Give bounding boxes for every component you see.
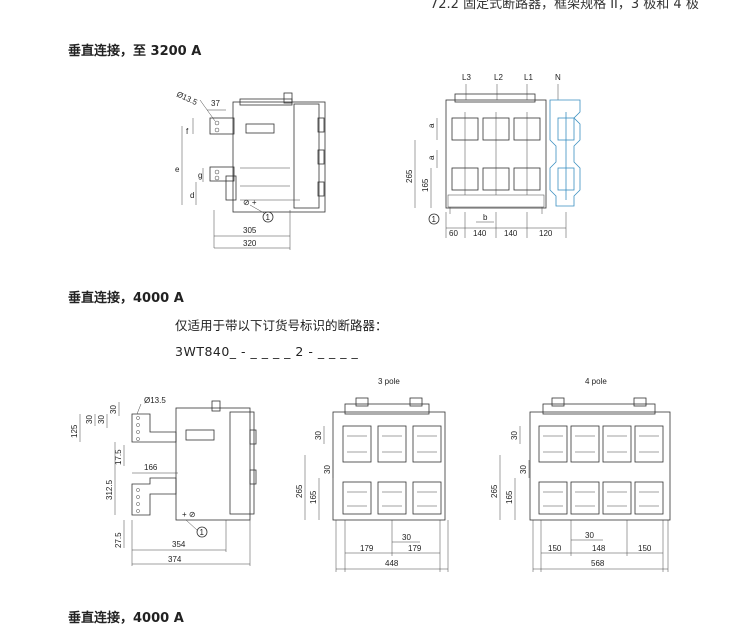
dim-a-top: a (427, 123, 436, 128)
dim-f: f (186, 127, 189, 136)
dim-30-center-4p: 30 (585, 531, 594, 540)
dim-g: g (198, 171, 202, 180)
drawing-side-view-4000a: + ⊘ Ø13.5 125 30 30 30 17.5 166 312.5 27… (70, 396, 257, 566)
dim-140-a: 140 (473, 229, 487, 238)
dim-265-3p: 265 (295, 484, 304, 498)
dim-30-mid-3p: 30 (323, 465, 332, 474)
dim-179-b: 179 (408, 544, 422, 553)
order-code: 3WT840_ - _ _ _ _ 2 - _ _ _ _ (175, 344, 359, 359)
dim-30-a: 30 (85, 415, 94, 424)
dim-265-4p: 265 (490, 484, 499, 498)
order-code-note: 仅适用于带以下订货号标识的断路器： (175, 318, 388, 333)
phase-label-l3: L3 (462, 73, 471, 82)
drawing-3-pole: 3 pole 30 30 265 165 30 179 179 4 (295, 377, 449, 572)
dim-diameter: Ø13.5 (175, 90, 199, 108)
callout-1-front: 1 (432, 215, 437, 224)
dim-17-5: 17.5 (114, 449, 123, 465)
dim-448: 448 (385, 559, 399, 568)
section-title-3200a: 垂直连接，至 3200 A (68, 44, 202, 59)
dim-140-b: 140 (504, 229, 518, 238)
dim-125: 125 (70, 424, 79, 438)
dim-120: 120 (539, 229, 553, 238)
callout-1: 1 (266, 213, 271, 222)
dim-165: 165 (421, 178, 430, 192)
phase-label-n: N (555, 73, 561, 82)
title-4-pole: 4 pole (585, 377, 607, 386)
dim-568: 568 (591, 559, 605, 568)
dim-30-c: 30 (109, 405, 118, 414)
section-title-4000a: 垂直连接，4000 A (68, 291, 184, 306)
dim-312-5: 312.5 (105, 479, 114, 500)
phase-label-l1: L1 (524, 73, 533, 82)
dim-265: 265 (405, 169, 414, 183)
dim-b: b (483, 213, 488, 222)
dim-d: d (190, 191, 194, 200)
drawing-side-view-3200a: ⊘ + Ø13.5 37 f e g d 305 320 1 (175, 90, 326, 250)
dim-glyph: ⊘ + (243, 198, 257, 207)
dim-166: 166 (144, 463, 158, 472)
dim-148: 148 (592, 544, 606, 553)
page-header-fragment: 72.2 固定式断路器，框架规格 II，3 极和 4 极 (430, 0, 699, 12)
phase-label-l2: L2 (494, 73, 503, 82)
dim-e: e (175, 165, 180, 174)
dim-a-mid: a (427, 155, 436, 160)
dim-179-a: 179 (360, 544, 374, 553)
dim-165-4p: 165 (505, 490, 514, 504)
callout-1-b: 1 (200, 528, 205, 537)
drawing-4-pole: 4 pole 30 30 265 165 30 150 148 1 (490, 377, 671, 572)
dim-diameter-2: Ø13.5 (144, 396, 166, 405)
dim-30-top-4p: 30 (510, 431, 519, 440)
drawing-front-view-3200a: L3 L2 L1 N a a 265 165 (405, 73, 581, 238)
title-3-pole: 3 pole (378, 377, 400, 386)
dim-150-b: 150 (638, 544, 652, 553)
dim-150-a: 150 (548, 544, 562, 553)
dim-27-5: 27.5 (114, 532, 123, 548)
dim-374: 374 (168, 555, 182, 564)
dim-30-top-3p: 30 (314, 431, 323, 440)
dim-glyph-2: + ⊘ (182, 510, 196, 519)
dim-320: 320 (243, 239, 257, 248)
dim-30-b: 30 (97, 415, 106, 424)
dim-37: 37 (211, 99, 220, 108)
dim-30-center-3p: 30 (402, 533, 411, 542)
dim-354: 354 (172, 540, 186, 549)
dim-30-mid-4p: 30 (519, 465, 528, 474)
section-title-4000a-second: 垂直连接，4000 A (68, 611, 184, 626)
dim-305: 305 (243, 226, 257, 235)
dim-60: 60 (449, 229, 458, 238)
dim-165-3p: 165 (309, 490, 318, 504)
